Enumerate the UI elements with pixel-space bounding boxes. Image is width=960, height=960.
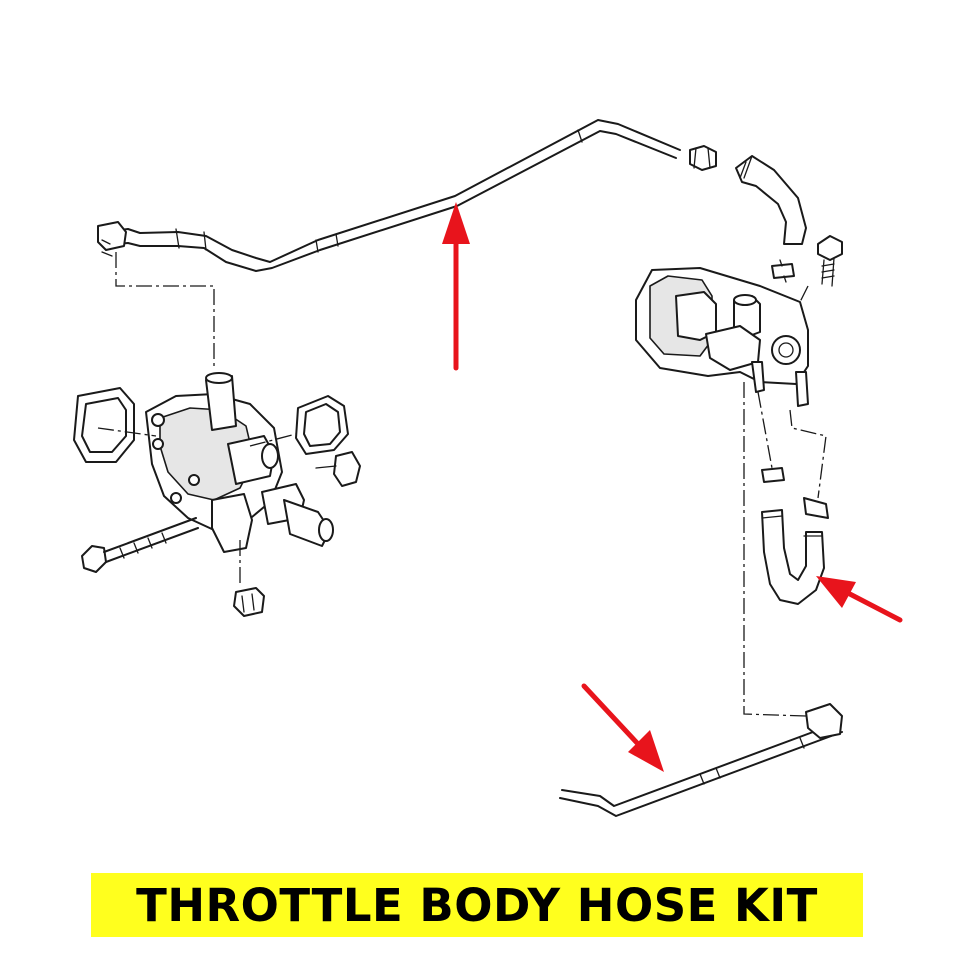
- lower-pipe: [559, 703, 843, 817]
- drain-plug: [233, 587, 265, 617]
- upper-hose: [97, 119, 681, 272]
- arrow-up-icon: [442, 202, 470, 371]
- title-banner: THROTTLE BODY HOSE KIT: [136, 878, 818, 932]
- title-banner-bg: [91, 873, 863, 937]
- hose-clamp-upper: [689, 145, 717, 171]
- short-bend-hose: [735, 155, 807, 245]
- hose-clip: [771, 259, 795, 283]
- arrow-left-icon: [816, 576, 903, 623]
- valve-assembly: [635, 267, 809, 407]
- curved-hose: [761, 509, 825, 605]
- arrow-down-right-icon: [581, 683, 664, 772]
- gasket-right: [295, 395, 349, 455]
- throttle-body: [73, 372, 334, 553]
- plug-cap: [315, 451, 361, 487]
- long-bolt-icon: [81, 517, 199, 573]
- leader-lines: [97, 252, 827, 717]
- bolt-icon: [817, 235, 843, 287]
- hose-clamp-mid: [761, 467, 829, 519]
